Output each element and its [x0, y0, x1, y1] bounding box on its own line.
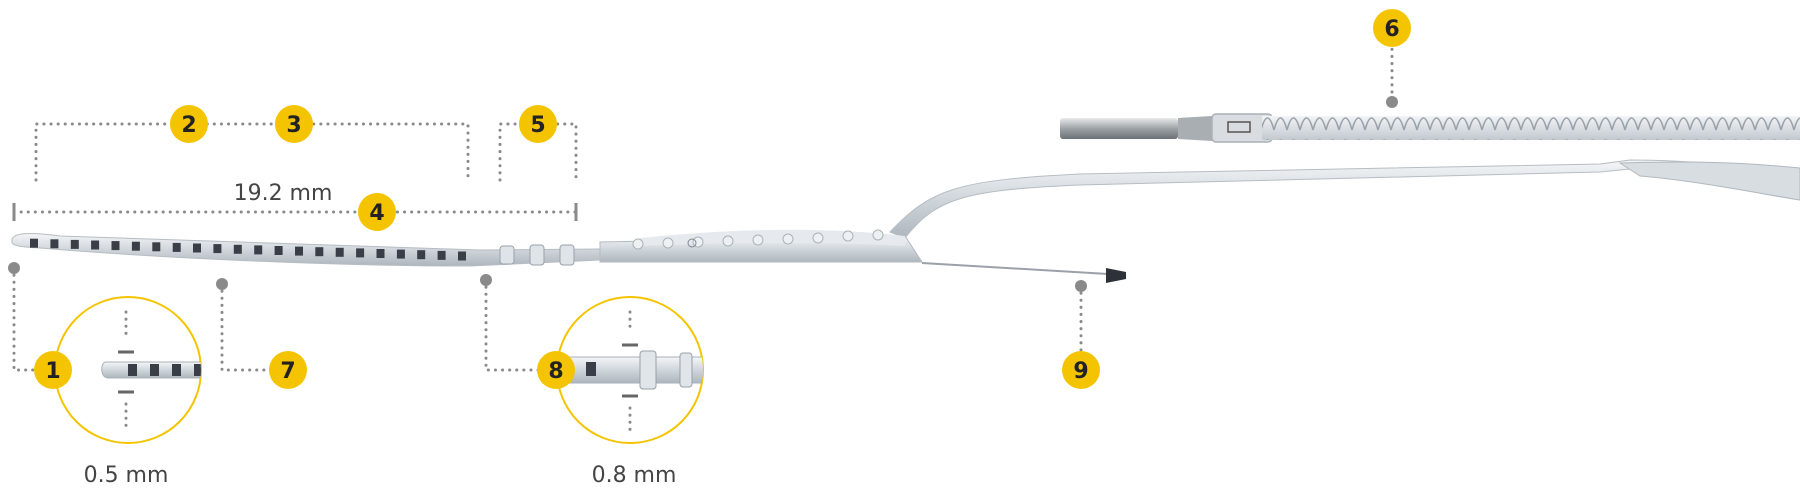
electrode-contact	[417, 250, 426, 260]
callout-2[interactable]: 2	[170, 105, 208, 143]
pin-taper	[1178, 116, 1212, 141]
base-magnified	[557, 356, 703, 384]
leader-anchors	[8, 96, 1398, 292]
detail-tip: 0.5 mm	[54, 296, 202, 488]
anchor-dot-7	[216, 278, 228, 290]
electrode-contact	[111, 241, 120, 251]
metal-pin	[1060, 118, 1178, 139]
dimension-brackets: 19.2 mm	[12, 122, 578, 221]
callout-7[interactable]: 7	[269, 351, 307, 389]
svg-text:9: 9	[1073, 359, 1088, 384]
leader-8	[484, 278, 558, 372]
callout-6[interactable]: 6	[1373, 9, 1411, 47]
leader-lines	[12, 26, 1394, 372]
electrode-contact	[193, 243, 201, 253]
electrode-contacts	[30, 238, 466, 261]
bracket-active-array	[34, 122, 470, 182]
electrode-contact	[458, 251, 466, 261]
anchor-dot-1	[8, 262, 20, 274]
callout-4[interactable]: 4	[358, 193, 396, 231]
electrode-contact	[335, 247, 344, 257]
svg-text:4: 4	[369, 201, 384, 226]
connector-wire	[1227, 121, 1251, 133]
tip-diameter-label: 0.5 mm	[84, 463, 169, 488]
detail-base: 0.8 mm	[556, 296, 704, 488]
electrode-contact	[50, 239, 59, 249]
electrode-contact	[91, 240, 100, 250]
base-diameter-label: 0.8 mm	[592, 463, 677, 488]
electrode-contact	[295, 246, 303, 256]
lead-sheath	[1618, 161, 1800, 201]
electrode-contact	[356, 248, 365, 258]
stylet-wire	[921, 262, 1109, 275]
callout-5[interactable]: 5	[519, 105, 557, 143]
upper-lead	[1060, 113, 1800, 143]
svg-text:7: 7	[280, 359, 295, 384]
svg-text:5: 5	[530, 113, 545, 138]
anchor-dot-9	[1075, 280, 1087, 292]
callout-badges: 1 2 3 4 5 6 7 8	[34, 9, 1411, 389]
electrode-contact	[70, 239, 79, 249]
stylet-tip	[1106, 268, 1126, 283]
svg-text:3: 3	[286, 113, 301, 138]
length-label-bg	[230, 176, 336, 206]
base-rings	[499, 244, 575, 266]
electrode-contact	[254, 245, 263, 255]
carrier-ribbon	[640, 229, 905, 246]
electrode-contact	[396, 249, 405, 259]
callout-9[interactable]: 9	[1062, 351, 1100, 389]
electrode-contact	[274, 246, 283, 255]
bracket-base	[498, 122, 578, 182]
electrode-contact	[437, 250, 446, 260]
anchor-dot-8	[480, 274, 492, 286]
electrode-contact	[213, 244, 222, 254]
svg-text:8: 8	[548, 359, 563, 384]
electrode-contact	[233, 244, 242, 254]
svg-text:1: 1	[45, 359, 60, 384]
electrode-contact	[172, 242, 181, 252]
callout-8[interactable]: 8	[537, 351, 575, 389]
callout-3[interactable]: 3	[275, 105, 313, 143]
carrier-nubs	[632, 229, 884, 250]
electrode-contact	[30, 238, 38, 248]
electrode-contact	[131, 241, 140, 251]
array-length-label: 19.2 mm	[234, 181, 333, 206]
electrode-contact	[315, 247, 324, 257]
svg-text:2: 2	[181, 113, 196, 138]
svg-text:6: 6	[1384, 17, 1399, 42]
electrode-contact	[152, 242, 161, 252]
leader-1	[12, 266, 52, 372]
main-lead	[599, 159, 1800, 283]
electrode-array	[11, 233, 601, 267]
callout-1[interactable]: 1	[34, 351, 72, 389]
anchor-dot-6	[1386, 96, 1398, 108]
coil-windings	[1262, 116, 1800, 140]
leader-7	[220, 282, 290, 372]
electrode-contact	[376, 249, 385, 258]
